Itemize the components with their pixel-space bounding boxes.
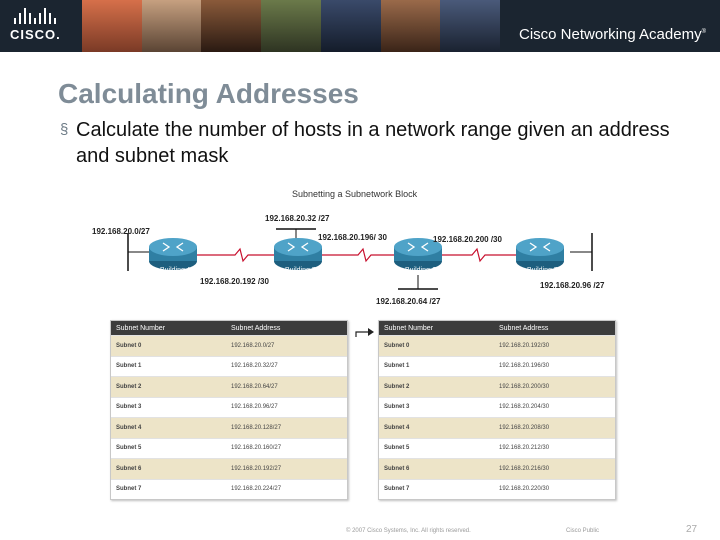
subnet-number: Subnet 1 [111, 355, 226, 377]
serial-link-bc [320, 247, 395, 263]
slide-title: Calculating Addresses [58, 78, 359, 109]
column-header: Subnet Number [379, 321, 494, 336]
label-link-bc: 192.168.20.196/ 30 [318, 233, 388, 242]
bullet-item: § Calculate the number of hosts in a net… [60, 117, 680, 169]
router-icon [394, 238, 442, 270]
subnet-address: 192.168.20.0/27 [226, 335, 347, 356]
subnet-address: 192.168.20.204/30 [494, 396, 615, 418]
label-left-lan: 192.168.20.0/27 [92, 227, 150, 236]
subnet-address: 192.168.20.224/27 [226, 478, 347, 499]
column-header: Subnet Address [226, 321, 347, 336]
subnet-number: Subnet 6 [111, 458, 226, 479]
trademark-mark: ® [701, 29, 706, 35]
subnet-number: Subnet 5 [111, 437, 226, 459]
label-link-cd: 192.168.20.200 /30 [433, 235, 503, 244]
bullet-mark-icon: § [60, 121, 69, 138]
subnet-address: 192.168.20.212/30 [494, 437, 615, 459]
subnet-number: Subnet 0 [379, 335, 494, 356]
cisco-bars-icon [14, 8, 70, 24]
bullet-text: Calculate the number of hosts in a netwo… [76, 119, 670, 167]
footer-label: Cisco Public [566, 528, 600, 534]
subnet-number: Subnet 1 [379, 355, 494, 377]
header-banner: CISCO. Cisco Networking Academy® [0, 0, 720, 52]
router-icon [274, 238, 322, 270]
subnet-address: 192.168.20.160/27 [226, 437, 347, 459]
subnet-number: Subnet 3 [379, 396, 494, 418]
arrow-right-icon [355, 328, 374, 337]
header-photo-strip [82, 0, 501, 52]
router-c-label: Building C [405, 267, 437, 274]
subnet-address: 192.168.20.32/27 [226, 355, 347, 377]
subnet-address: 192.168.20.196/30 [494, 355, 615, 377]
subnet-number: Subnet 7 [379, 478, 494, 499]
serial-link-ab [196, 247, 276, 263]
router-d-label: Building D [527, 267, 559, 274]
academy-text: Cisco Networking Academy [519, 26, 702, 43]
router-a-label: Building A [160, 267, 191, 274]
column-header: Subnet Address [494, 321, 615, 336]
footer-copyright: © 2007 Cisco Systems, Inc. All rights re… [346, 528, 471, 534]
subnet-number: Subnet 2 [111, 376, 226, 397]
subnet-number: Subnet 4 [379, 417, 494, 438]
label-top-lan: 192.168.20.32 /27 [265, 214, 330, 223]
subnet-address: 192.168.20.128/27 [226, 417, 347, 438]
subnet-number: Subnet 3 [111, 396, 226, 418]
column-header: Subnet Number [111, 321, 226, 336]
serial-link-cd [442, 247, 516, 263]
router-icon [516, 238, 564, 270]
label-right-lan: 192.168.20.96 /27 [540, 281, 605, 290]
subnet-address: 192.168.20.192/27 [226, 458, 347, 479]
brand-text: CISCO. [10, 27, 61, 42]
subnet-address: 192.168.20.200/30 [494, 376, 615, 397]
router-b-label: Building B [285, 267, 317, 274]
subnet-number: Subnet 2 [379, 376, 494, 397]
router-icon [149, 238, 197, 270]
label-link-ab: 192.168.20.192 /30 [200, 277, 270, 286]
subnet-number: Subnet 5 [379, 437, 494, 459]
subnet-address: 192.168.20.64/27 [226, 376, 347, 397]
diagram-caption: Subnetting a Subnetwork Block [292, 189, 418, 199]
subnet-address: 192.168.20.220/30 [494, 478, 615, 499]
subnet-address: 192.168.20.216/30 [494, 458, 615, 479]
network-diagram: Subnetting a Subnetwork Block [80, 185, 640, 310]
network-diagram-svg: Subnetting a Subnetwork Block [92, 189, 605, 306]
subnet-number: Subnet 0 [111, 335, 226, 356]
cisco-logo: CISCO. [10, 8, 70, 44]
subnet-number: Subnet 4 [111, 417, 226, 438]
subnet-address: 192.168.20.96/27 [226, 396, 347, 418]
label-bottom-lan: 192.168.20.64 /27 [376, 297, 441, 306]
subnet-address: 192.168.20.192/30 [494, 335, 615, 356]
subnet-number: Subnet 6 [379, 458, 494, 479]
page-number: 27 [686, 524, 698, 535]
subnet-address: 192.168.20.208/30 [494, 417, 615, 438]
subnet-number: Subnet 7 [111, 478, 226, 499]
academy-title: Cisco Networking Academy® [519, 26, 706, 43]
